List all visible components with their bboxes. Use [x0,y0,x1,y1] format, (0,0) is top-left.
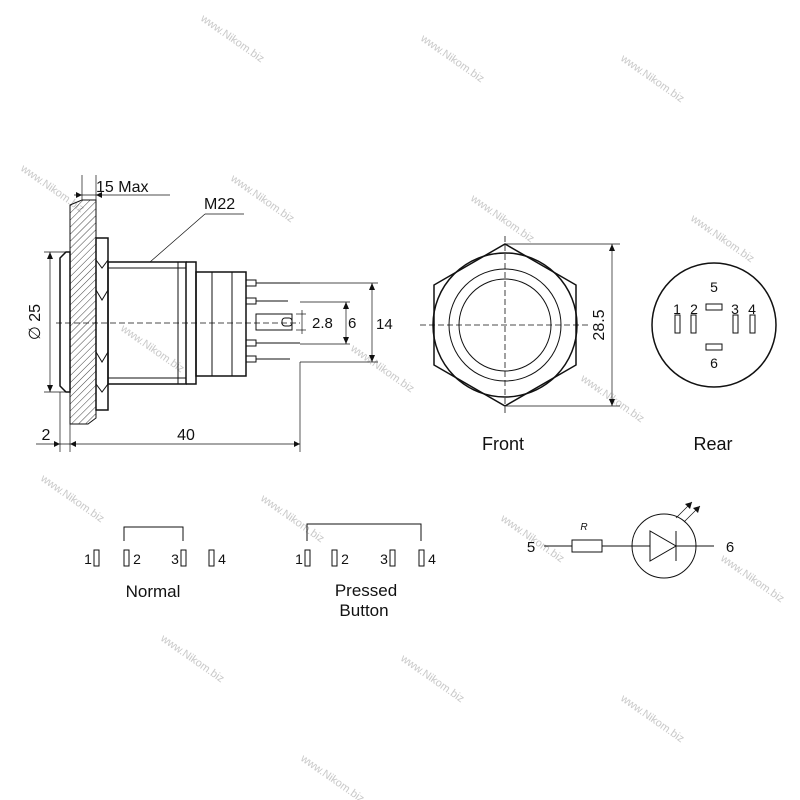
hex-nut [95,237,109,411]
pressed-label-line1: Pressed [335,581,397,600]
rear-pin-5 [705,303,723,311]
rear-pin-label-5: 5 [710,279,718,295]
rear-view: 1 2 3 4 5 6 Rear [651,262,777,454]
front-label: Front [482,434,524,454]
normal-pin-1: 1 [84,551,92,567]
pressed-label-line2: Button [339,601,388,620]
pressed-pin-3: 3 [380,551,388,567]
led-terminal-5: 5 [527,539,535,556]
dim-length: 40 [177,427,195,444]
front-view: 28.5 Front [420,236,620,454]
rear-pin-label-4: 4 [748,301,756,317]
rear-outline [651,262,777,388]
watermark-text: www.Nikom.biz [37,472,106,525]
led-terminal-6: 6 [726,539,734,556]
dim-max-depth: 15 Max [96,179,148,196]
dim-terminal-span: 14 [376,316,393,333]
dim-diameter: ∅ 25 [27,304,44,340]
rear-pin-6 [705,343,723,351]
rear-pin-label-2: 2 [690,301,698,317]
rear-pin-label-3: 3 [731,301,739,317]
resistor [571,539,603,553]
rear-pin-1 [674,314,681,334]
normal-bridge [123,526,184,541]
terminals [245,279,300,363]
watermark-text: www.Nikom.biz [117,322,186,375]
normal-pin-3: 3 [171,551,179,567]
pressed-pin-1: 1 [295,551,303,567]
rear-pin-4 [749,314,756,334]
rear-pin-2 [690,314,697,334]
panel-section [69,199,97,425]
rear-label: Rear [693,434,732,454]
dim-across-corners: 28.5 [591,309,608,340]
dim-flange: 2 [42,427,51,444]
watermark-text: www.Nikom.biz [617,692,686,745]
watermark-text: www.Nikom.biz [197,12,266,65]
normal-label: Normal [126,582,181,601]
watermark-text: www.Nikom.biz [687,212,756,265]
normal-pin-2: 2 [133,551,141,567]
watermark-text: www.Nikom.biz [157,632,226,685]
pressed-pin-2: 2 [341,551,349,567]
bezel [59,251,71,393]
pressed-bridge [306,523,422,541]
watermark-text: www.Nikom.biz [397,652,466,705]
contacts-normal: 1 2 3 4 Normal [84,526,226,601]
watermark-text: www.Nikom.biz [257,492,326,545]
watermark-text: www.Nikom.biz [417,32,486,85]
diode-triangle [649,530,678,562]
side-view: 15 Max M22 ∅ 25 2 40 2.8 6 [27,175,393,452]
rear-pin-label-6: 6 [710,355,718,371]
watermark-text: www.Nikom.biz [617,52,686,105]
watermark-text: www.Nikom.biz [297,752,366,800]
rear-housing [195,271,247,377]
watermark-text: www.Nikom.biz [467,192,536,245]
dim-terminal-pitch: 6 [348,315,356,332]
watermark-text: www.Nikom.biz [717,552,786,605]
dim-thread: M22 [204,196,235,213]
rear-pin-label-1: 1 [673,301,681,317]
rear-pin-3 [732,314,739,334]
watermark-text: www.Nikom.biz [227,172,296,225]
contacts-pressed: 1 2 3 4 Pressed Button [295,523,436,620]
watermark-text: www.Nikom.biz [347,342,416,395]
resistor-label: R [580,522,587,533]
watermark-layer: www.Nikom.biz www.Nikom.biz www.Nikom.biz w… [17,12,786,800]
pressed-pin-4: 4 [428,551,436,567]
normal-pin-4: 4 [218,551,226,567]
dim-terminal-width: 2.8 [312,315,333,332]
led-circuit: 5 R 6 [527,501,734,579]
